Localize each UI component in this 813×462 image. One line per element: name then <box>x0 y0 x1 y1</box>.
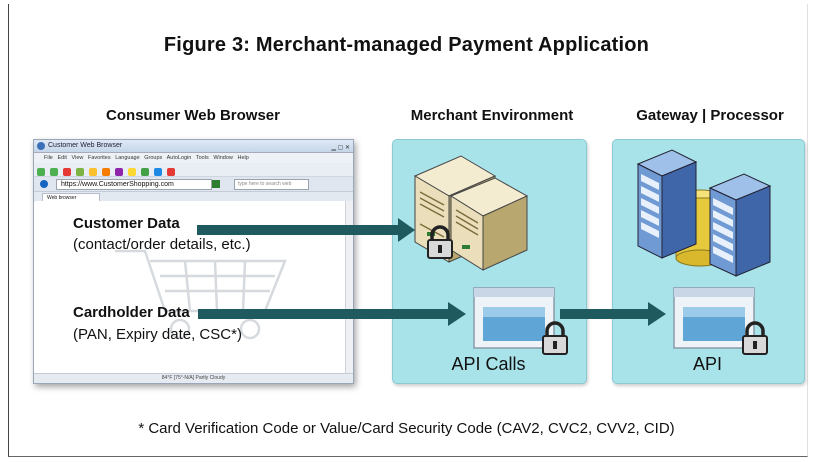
lock-icon <box>427 225 453 259</box>
customer-data-subtitle: (contact/order details, etc.) <box>73 236 251 253</box>
browser-status-bar: 84°F [75°-N/A] Partly Cloudy <box>34 373 353 383</box>
heart-icon <box>167 168 175 176</box>
footnote: * Card Verification Code or Value/Card S… <box>138 420 675 437</box>
gateway-heading: Gateway | Processor <box>636 107 784 124</box>
menu-edit: Edit <box>57 155 67 161</box>
browser-menubar: File Edit View Favorites Language Groups… <box>34 153 353 163</box>
folder-icon <box>128 168 136 176</box>
print-icon <box>141 168 149 176</box>
menu-tools: Tools <box>195 155 209 161</box>
url-field: https://www.CustomerShopping.com <box>56 179 212 190</box>
go-icon <box>212 180 220 188</box>
menu-view: View <box>71 155 84 161</box>
customer-data-title: Customer Data <box>73 215 180 232</box>
menu-help: Help <box>237 155 249 161</box>
browser-logo-icon <box>37 142 45 150</box>
customer-data-arrow <box>197 218 415 242</box>
api-window-icon <box>673 287 755 349</box>
merchant-server-icon <box>413 155 529 271</box>
browser-tab-strip: Web browser <box>34 192 353 203</box>
browser-titlebar: Customer Web Browser ▁ ▢ ✕ <box>34 140 353 153</box>
page-icon <box>40 180 48 188</box>
cardholder-data-arrow <box>198 302 466 326</box>
api-calls-window-icon <box>473 287 555 349</box>
api-label: API <box>692 354 722 374</box>
browser-scrollbar <box>345 201 353 374</box>
favorites-icon <box>102 168 110 176</box>
menu-window: Window <box>213 155 233 161</box>
menu-autologin: AutoLogin <box>166 155 192 161</box>
cardholder-data-title: Cardholder Data <box>73 304 190 321</box>
search-field: type here to search web <box>234 179 309 190</box>
api-calls-label: API Calls <box>451 354 526 374</box>
tab-web-browser: Web browser <box>42 193 100 203</box>
home-icon <box>89 168 97 176</box>
gateway-arrow <box>560 302 666 326</box>
merchant-heading: Merchant Environment <box>410 107 574 124</box>
browser-address-bar: https://www.CustomerShopping.com type he… <box>34 177 353 192</box>
zoom-icon <box>154 168 162 176</box>
lock-icon <box>742 321 768 355</box>
consumer-heading: Consumer Web Browser <box>106 107 280 124</box>
menu-language: Language <box>115 155 140 161</box>
menu-file: File <box>44 155 53 161</box>
cardholder-data-subtitle: (PAN, Expiry date, CSC*) <box>73 326 242 343</box>
browser-window: Customer Web Browser ▁ ▢ ✕ File Edit Vie… <box>33 139 354 384</box>
browser-window-title: Customer Web Browser <box>48 142 123 149</box>
history-icon <box>115 168 123 176</box>
back-icon <box>37 168 45 176</box>
stop-icon <box>63 168 71 176</box>
refresh-icon <box>76 168 84 176</box>
gateway-server-rack-icon <box>636 149 772 277</box>
forward-icon <box>50 168 58 176</box>
lock-icon <box>542 321 568 355</box>
menu-favorites: Favorites <box>87 155 111 161</box>
menu-groups: Groups <box>144 155 163 161</box>
browser-toolbar <box>34 163 353 177</box>
figure-title: Figure 3: Merchant-managed Payment Appli… <box>163 34 650 56</box>
window-controls-icon: ▁ ▢ ✕ <box>331 145 350 151</box>
